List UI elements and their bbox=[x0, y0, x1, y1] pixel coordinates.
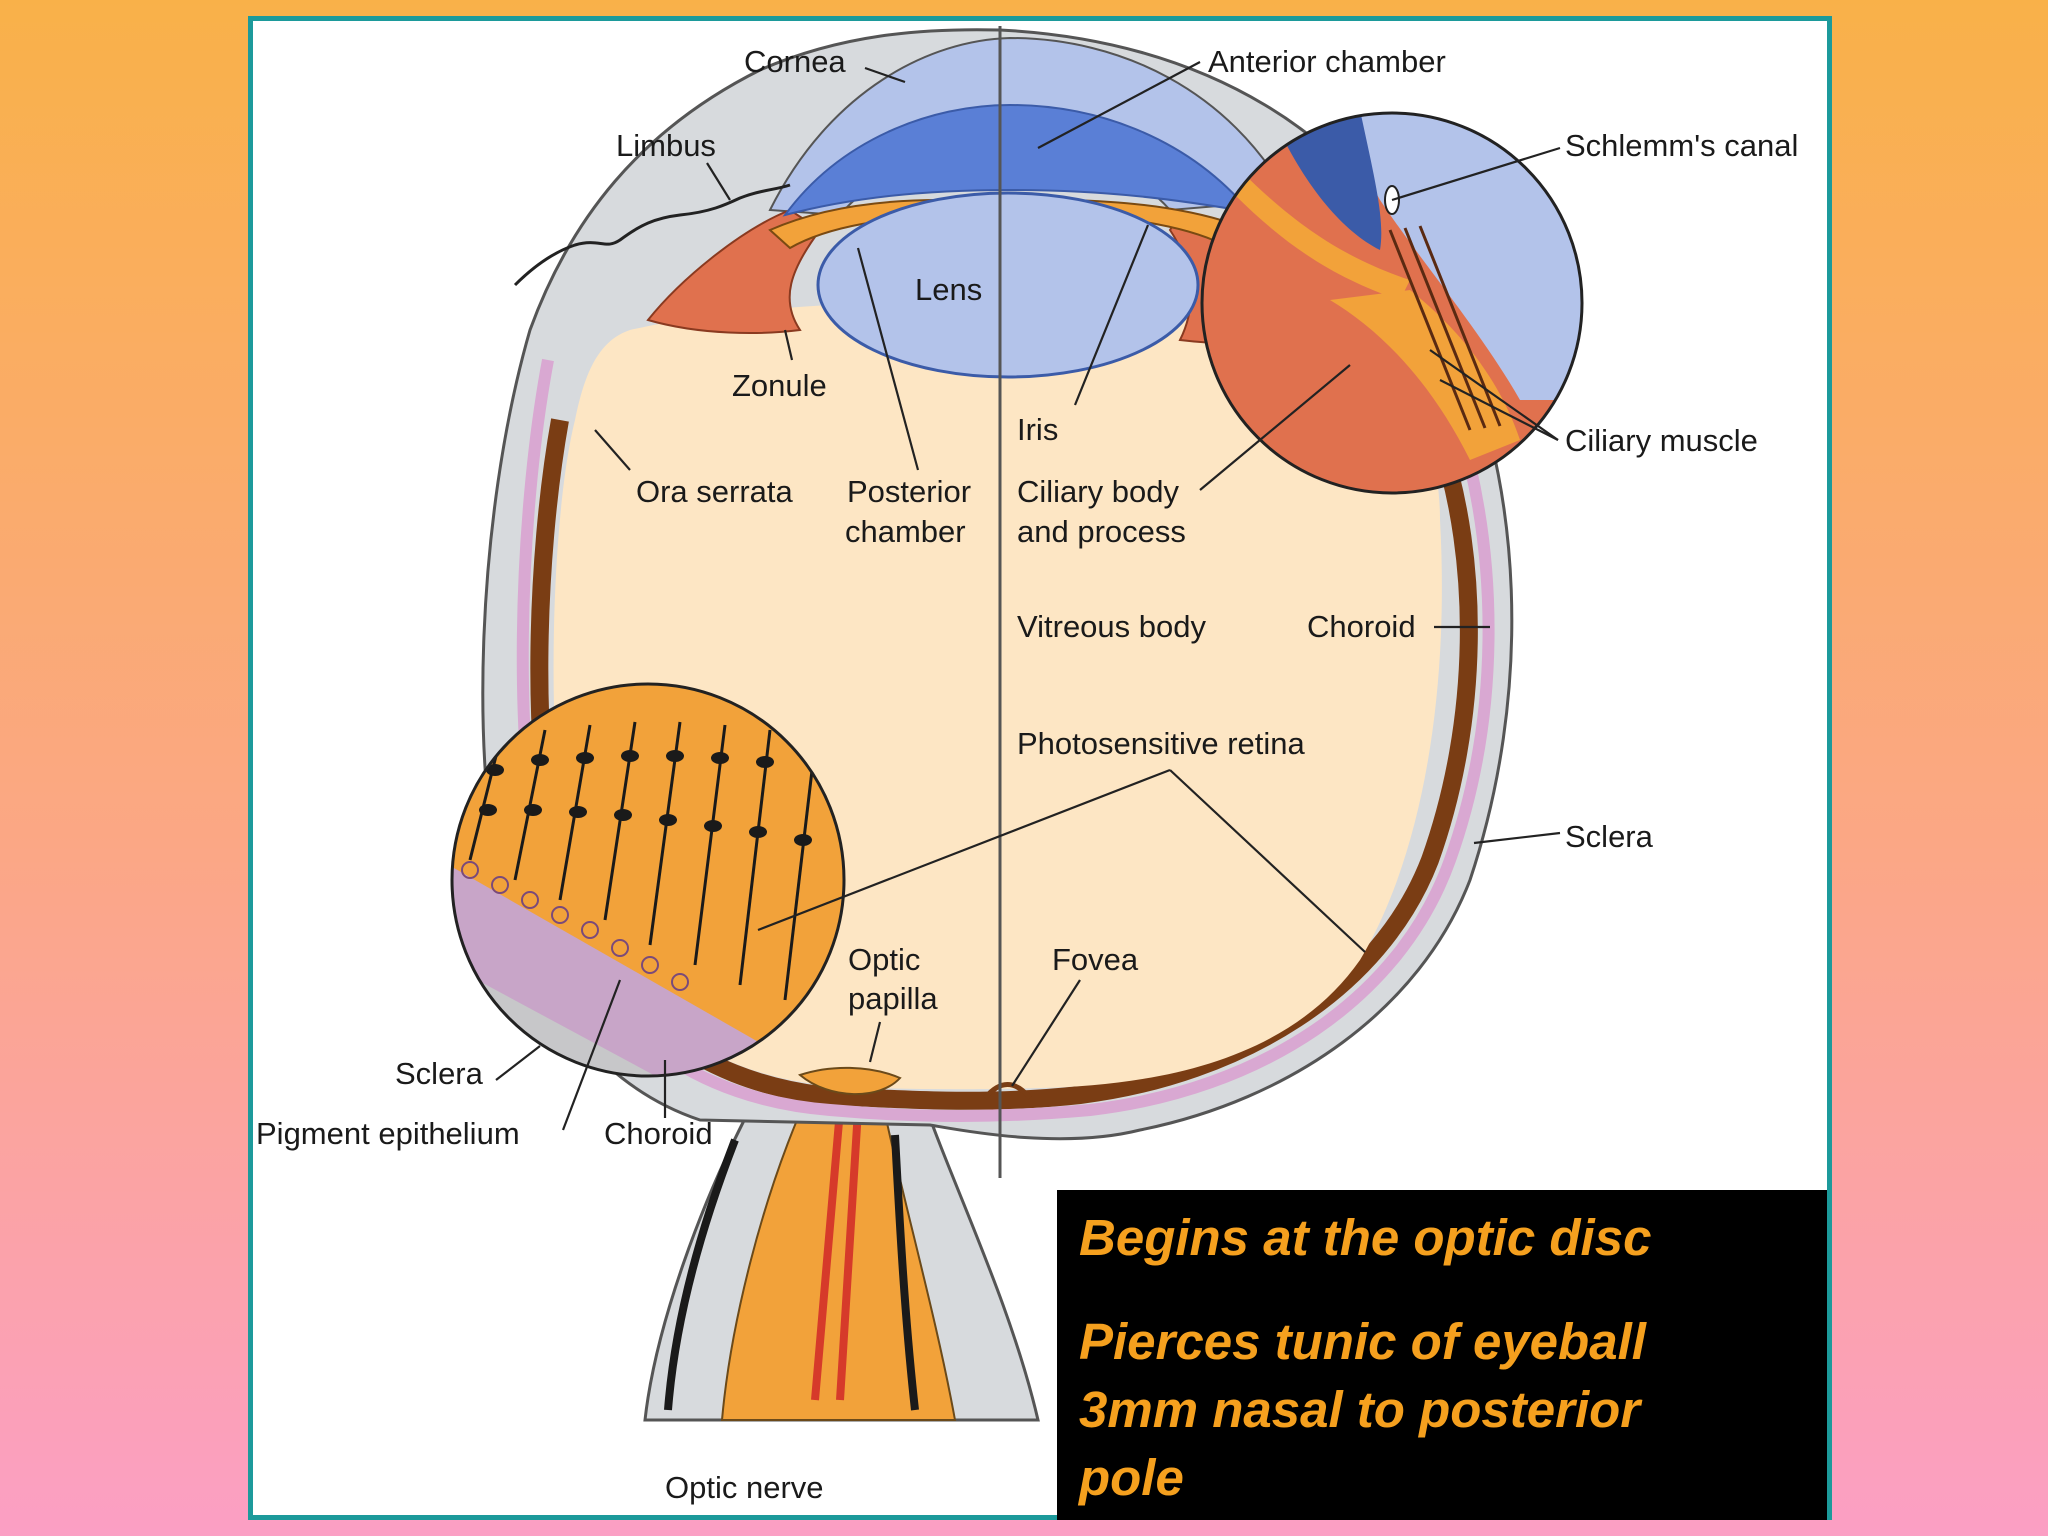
label-iris: Iris bbox=[1017, 412, 1058, 447]
label-sclera-right: Sclera bbox=[1565, 819, 1654, 854]
optic-papilla-disc bbox=[797, 1066, 902, 1096]
label-pigment-epithelium: Pigment epithelium bbox=[256, 1116, 520, 1151]
caption-line-3: 3mm nasal to posterior bbox=[1079, 1381, 1641, 1438]
label-optic-papilla-2: papilla bbox=[848, 981, 938, 1016]
caption-line-4: pole bbox=[1079, 1449, 1184, 1506]
angle-zoom-circle bbox=[1202, 113, 1582, 493]
central-retinal-artery bbox=[811, 1109, 862, 1401]
leader-lines bbox=[495, 61, 1561, 1131]
limbus-vessel bbox=[513, 183, 791, 287]
lens bbox=[816, 191, 1200, 379]
label-anterior-chamber: Anterior chamber bbox=[1208, 44, 1446, 79]
label-photosensitive-retina: Photosensitive retina bbox=[1017, 726, 1306, 761]
caption-line-2: Pierces tunic of eyeball bbox=[1079, 1313, 1646, 1370]
label-vitreous-body: Vitreous body bbox=[1017, 609, 1206, 644]
caption-box: Begins at the optic disc Pierces tunic o… bbox=[1057, 1190, 1827, 1520]
label-choroid-right: Choroid bbox=[1307, 609, 1416, 644]
ciliary-body-left bbox=[646, 208, 822, 334]
label-ciliary-body-2: and process bbox=[1017, 514, 1186, 549]
optic-nerve-dark-band-left bbox=[664, 1138, 739, 1411]
label-sclera-left: Sclera bbox=[395, 1056, 484, 1091]
label-optic-papilla-1: Optic bbox=[848, 942, 920, 977]
retina-zoom-outline bbox=[450, 682, 846, 1078]
label-schlemms-canal: Schlemm's canal bbox=[1565, 128, 1798, 163]
label-ciliary-body-1: Ciliary body bbox=[1017, 474, 1179, 509]
fovea-pit bbox=[983, 1082, 1032, 1100]
caption-line-1: Begins at the optic disc bbox=[1079, 1209, 1652, 1266]
label-zonule: Zonule bbox=[732, 368, 827, 403]
caption-gap bbox=[1079, 1272, 1805, 1308]
optic-nerve-dark-band-right bbox=[891, 1134, 919, 1411]
angle-zoom-outline bbox=[1200, 111, 1584, 495]
label-lens: Lens bbox=[915, 272, 982, 307]
label-cornea: Cornea bbox=[744, 44, 846, 79]
label-ciliary-muscle: Ciliary muscle bbox=[1565, 423, 1758, 458]
label-optic-nerve: Optic nerve bbox=[665, 1470, 824, 1505]
label-fovea: Fovea bbox=[1052, 942, 1139, 977]
label-choroid-left: Choroid bbox=[604, 1116, 713, 1151]
label-ora-serrata: Ora serrata bbox=[636, 474, 794, 509]
label-posterior-chamber-1: Posterior bbox=[847, 474, 971, 509]
label-posterior-chamber-2: chamber bbox=[845, 514, 966, 549]
label-limbus: Limbus bbox=[616, 128, 716, 163]
